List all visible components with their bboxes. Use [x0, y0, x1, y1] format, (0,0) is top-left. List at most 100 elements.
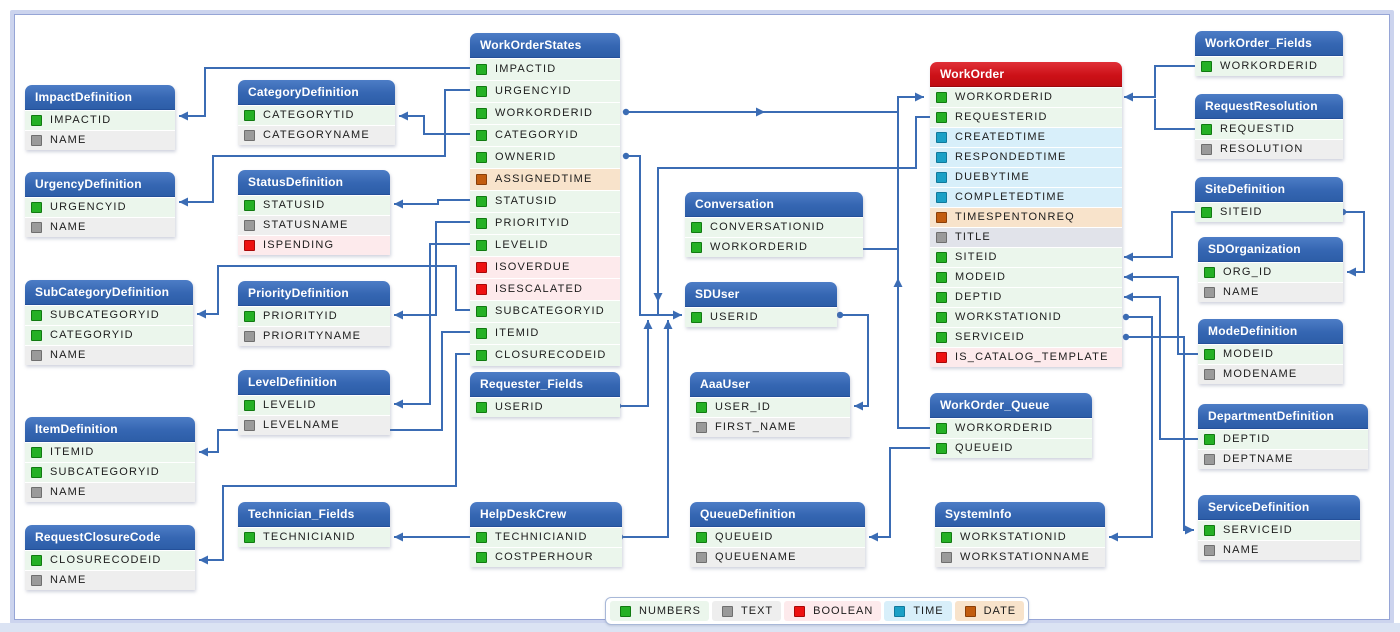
connector-arrowhead [197, 309, 206, 319]
connector-arrowhead [399, 111, 408, 121]
connector-direction-arrow [653, 293, 663, 302]
number-type-icon [1204, 525, 1215, 536]
table-header[interactable]: WorkOrder_Queue [930, 393, 1092, 418]
table-row: SUBCATEGORYID [25, 306, 193, 325]
connector-arrowhead [1124, 272, 1133, 282]
connector-arrowhead [199, 447, 208, 457]
table-header[interactable]: QueueDefinition [690, 502, 865, 527]
connector-arrowhead [673, 310, 682, 320]
connector-origin-dot [1122, 333, 1130, 341]
table-header[interactable]: UrgencyDefinition [25, 172, 175, 197]
column-label: FIRST_NAME [715, 421, 797, 433]
table-header[interactable]: AaaUser [690, 372, 850, 397]
table-header[interactable]: DepartmentDefinition [1198, 404, 1368, 429]
table-header[interactable]: ItemDefinition [25, 417, 195, 442]
column-label: REQUESTID [1220, 123, 1295, 135]
table-header[interactable]: HelpDeskCrew [470, 502, 622, 527]
table-row: CATEGORYID [25, 326, 193, 345]
table-row: STATUSID [238, 196, 390, 215]
table-row: TECHNICIANID [238, 528, 390, 547]
number-type-icon [244, 532, 255, 543]
table-header[interactable]: PriorityDefinition [238, 281, 390, 306]
column-label: SUBCATEGORYID [495, 305, 605, 317]
table-header[interactable]: RequestResolution [1195, 94, 1343, 119]
table-header[interactable]: LevelDefinition [238, 370, 390, 395]
table-row: RESOLUTION [1195, 140, 1343, 159]
table-header[interactable]: Requester_Fields [470, 372, 620, 397]
number-type-icon [1201, 124, 1212, 135]
number-type-icon [476, 240, 487, 251]
number-type-icon [476, 350, 487, 361]
number-type-icon [936, 423, 947, 434]
number-type-icon [691, 242, 702, 253]
table-header[interactable]: WorkOrderStates [470, 33, 620, 58]
table-header[interactable]: SDOrganization [1198, 237, 1343, 262]
connector-arrowhead [1124, 252, 1133, 262]
column-label: LEVELID [495, 239, 549, 251]
table-row: ORG_ID [1198, 263, 1343, 282]
table-header[interactable]: SystemInfo [935, 502, 1105, 527]
column-label: ISPENDING [263, 239, 335, 251]
table-header[interactable]: SiteDefinition [1195, 177, 1343, 202]
column-label: URGENCYID [50, 201, 127, 213]
legend-item-time: TIME [884, 601, 952, 621]
column-label: CREATEDTIME [955, 131, 1047, 143]
time-type-icon [894, 605, 906, 617]
number-type-icon [1204, 434, 1215, 445]
table-header[interactable]: SubCategoryDefinition [25, 280, 193, 305]
table-row: WORKSTATIONID [930, 308, 1122, 327]
table-row: ITEMID [470, 323, 620, 344]
column-label: STATUSNAME [263, 219, 349, 231]
table-header[interactable]: CategoryDefinition [238, 80, 395, 105]
number-type-icon [476, 218, 487, 229]
number-type-icon [941, 532, 952, 543]
table-header[interactable]: ImpactDefinition [25, 85, 175, 110]
table-header[interactable]: WorkOrder [930, 62, 1122, 87]
table-header[interactable]: ServiceDefinition [1198, 495, 1360, 520]
column-label: WORKORDERID [710, 241, 809, 253]
column-label: QUEUEID [715, 531, 774, 543]
column-label: OWNERID [495, 151, 557, 163]
table-header[interactable]: Technician_Fields [238, 502, 390, 527]
column-label: IMPACTID [495, 63, 557, 75]
table-header[interactable]: RequestClosureCode [25, 525, 195, 550]
table-row: SITEID [930, 248, 1122, 267]
table-row: DEPTID [930, 288, 1122, 307]
column-label: CONVERSATIONID [710, 221, 825, 233]
table-header[interactable]: ModeDefinition [1198, 319, 1343, 344]
table-header[interactable]: StatusDefinition [238, 170, 390, 195]
number-type-icon [936, 292, 947, 303]
table-header[interactable]: WorkOrder_Fields [1195, 31, 1343, 56]
table-header[interactable]: SDUser [685, 282, 837, 307]
table-row: ISPENDING [238, 236, 390, 255]
table-header[interactable]: Conversation [685, 192, 863, 217]
table-row: IMPACTID [470, 59, 620, 80]
